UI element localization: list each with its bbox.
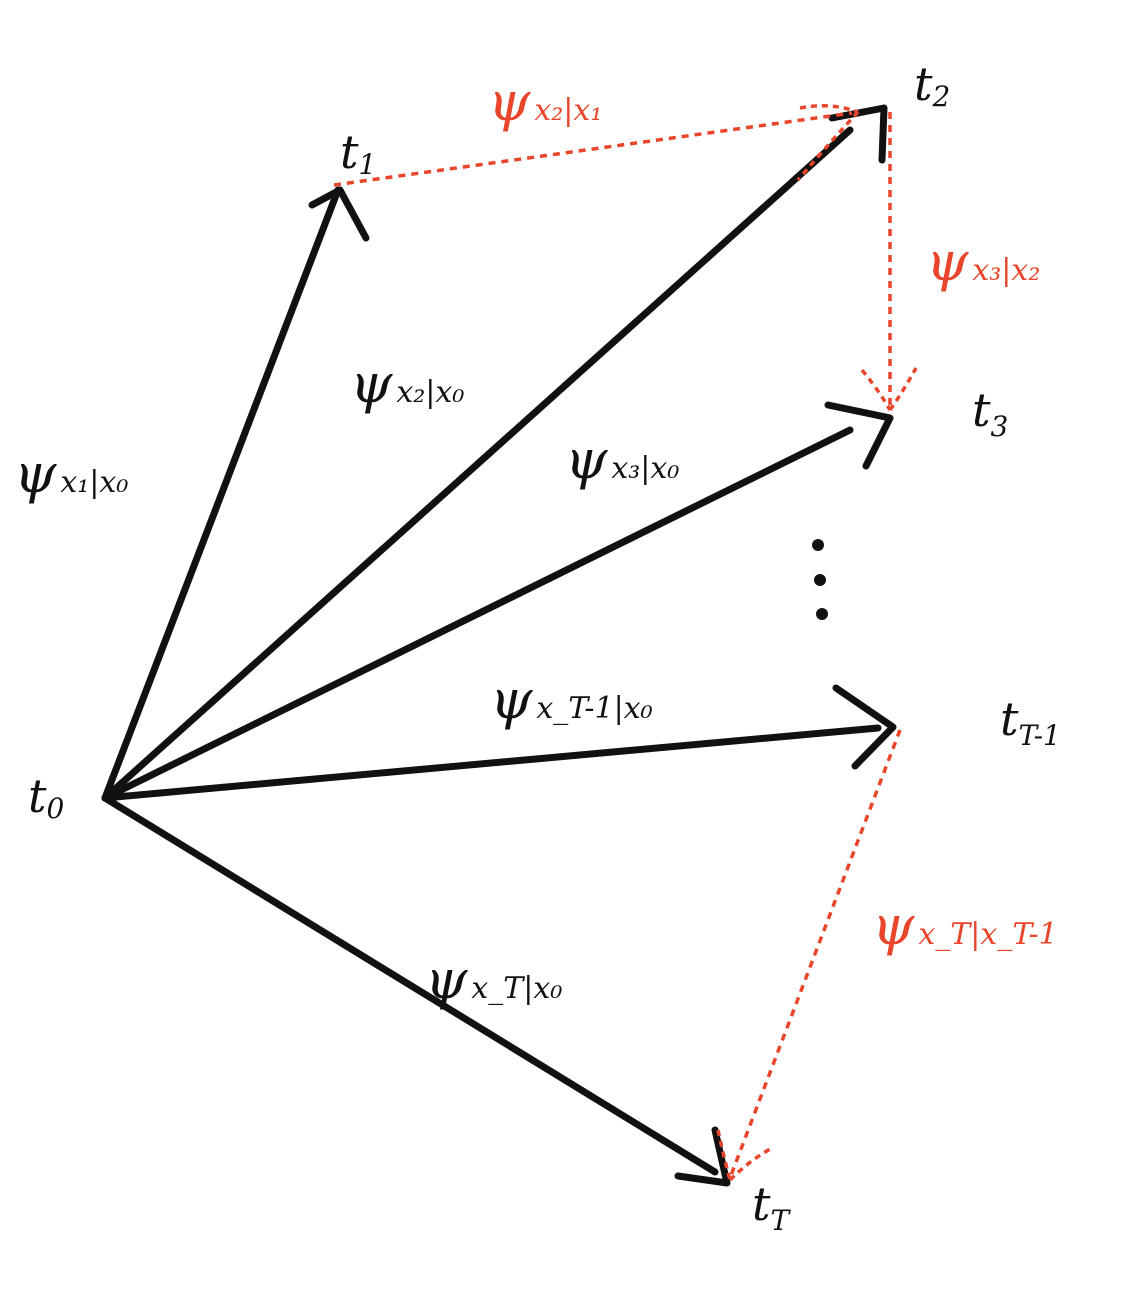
node-label-t3: t3 [972, 383, 1008, 443]
vertical-ellipsis [812, 539, 828, 620]
node-label-t0: t0 [28, 769, 64, 825]
edge-t0-t3 [101, 401, 894, 802]
edge-t0-tT-1 [101, 684, 897, 802]
edge-tT-1-tT [716, 729, 902, 1182]
node-label-t1: t1 [340, 125, 376, 181]
node-label-t2: t2 [914, 57, 950, 113]
node-label-tT: tT [752, 1177, 792, 1237]
edge-t0-t1 [101, 186, 370, 802]
edge-t0-tT [101, 794, 731, 1187]
edge-t1-t2 [333, 104, 860, 187]
node-label-tT-1: tT-1 [1000, 692, 1061, 752]
edge-t2-t3 [860, 112, 918, 412]
